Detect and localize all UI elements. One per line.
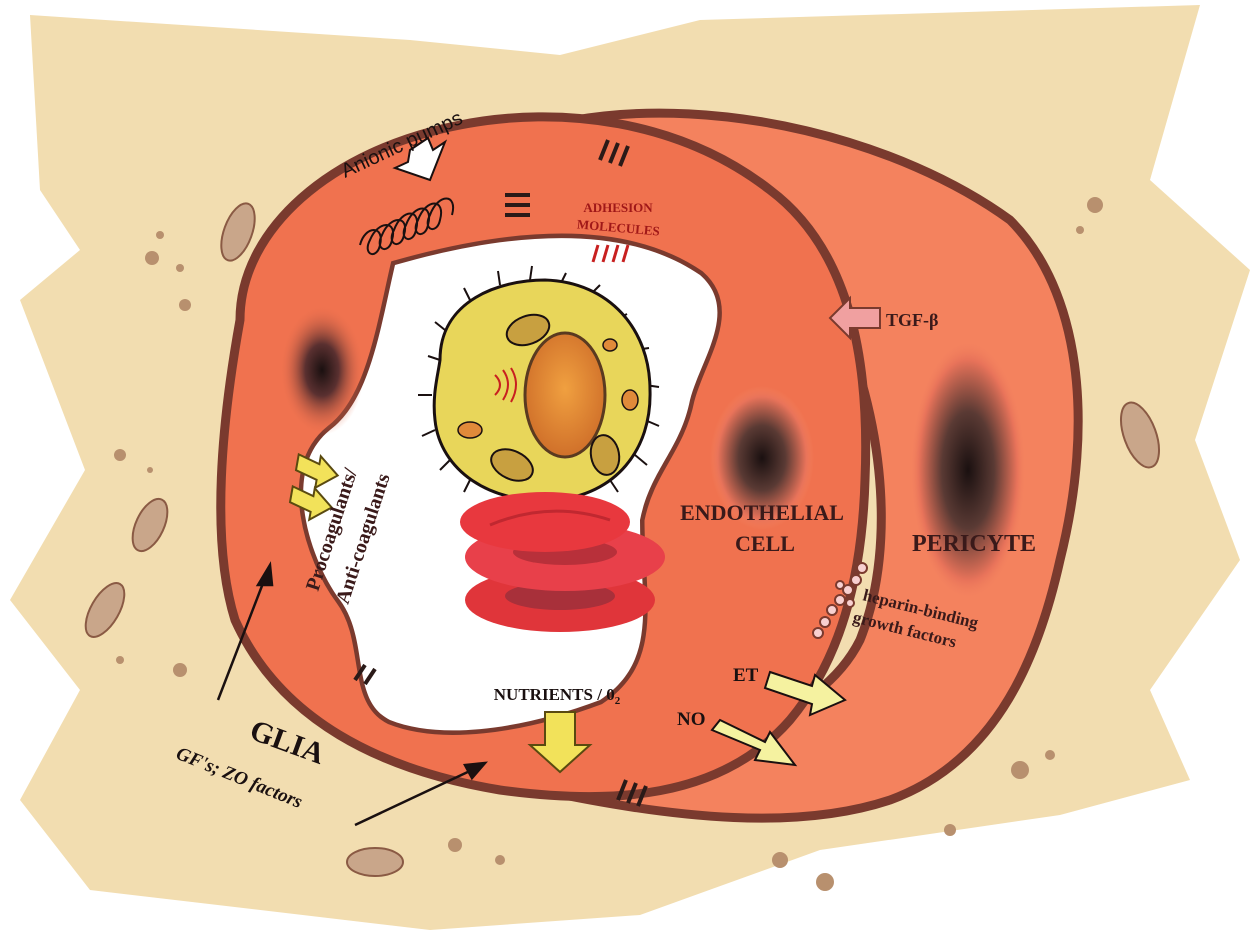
tgf-label: TGF-β	[886, 310, 938, 330]
pericyte-label: PERICYTE	[912, 531, 1036, 557]
no-label: NO	[677, 709, 706, 730]
et-label: ET	[733, 665, 759, 686]
nutrients-text: NUTRIENTS / 0	[494, 685, 615, 704]
endothelial-label-1: ENDOTHELIAL	[680, 500, 844, 525]
nutrients-label: NUTRIENTS / 02	[494, 685, 621, 707]
endothelial-nucleus-left	[280, 305, 364, 435]
pericyte-nucleus	[910, 340, 1026, 600]
nutrients-subscript: 2	[615, 695, 621, 707]
endothelial-label-2: CELL	[735, 531, 795, 556]
leukocyte-nucleus	[525, 333, 605, 457]
adhesion-label-1: ADHESION	[583, 200, 653, 215]
